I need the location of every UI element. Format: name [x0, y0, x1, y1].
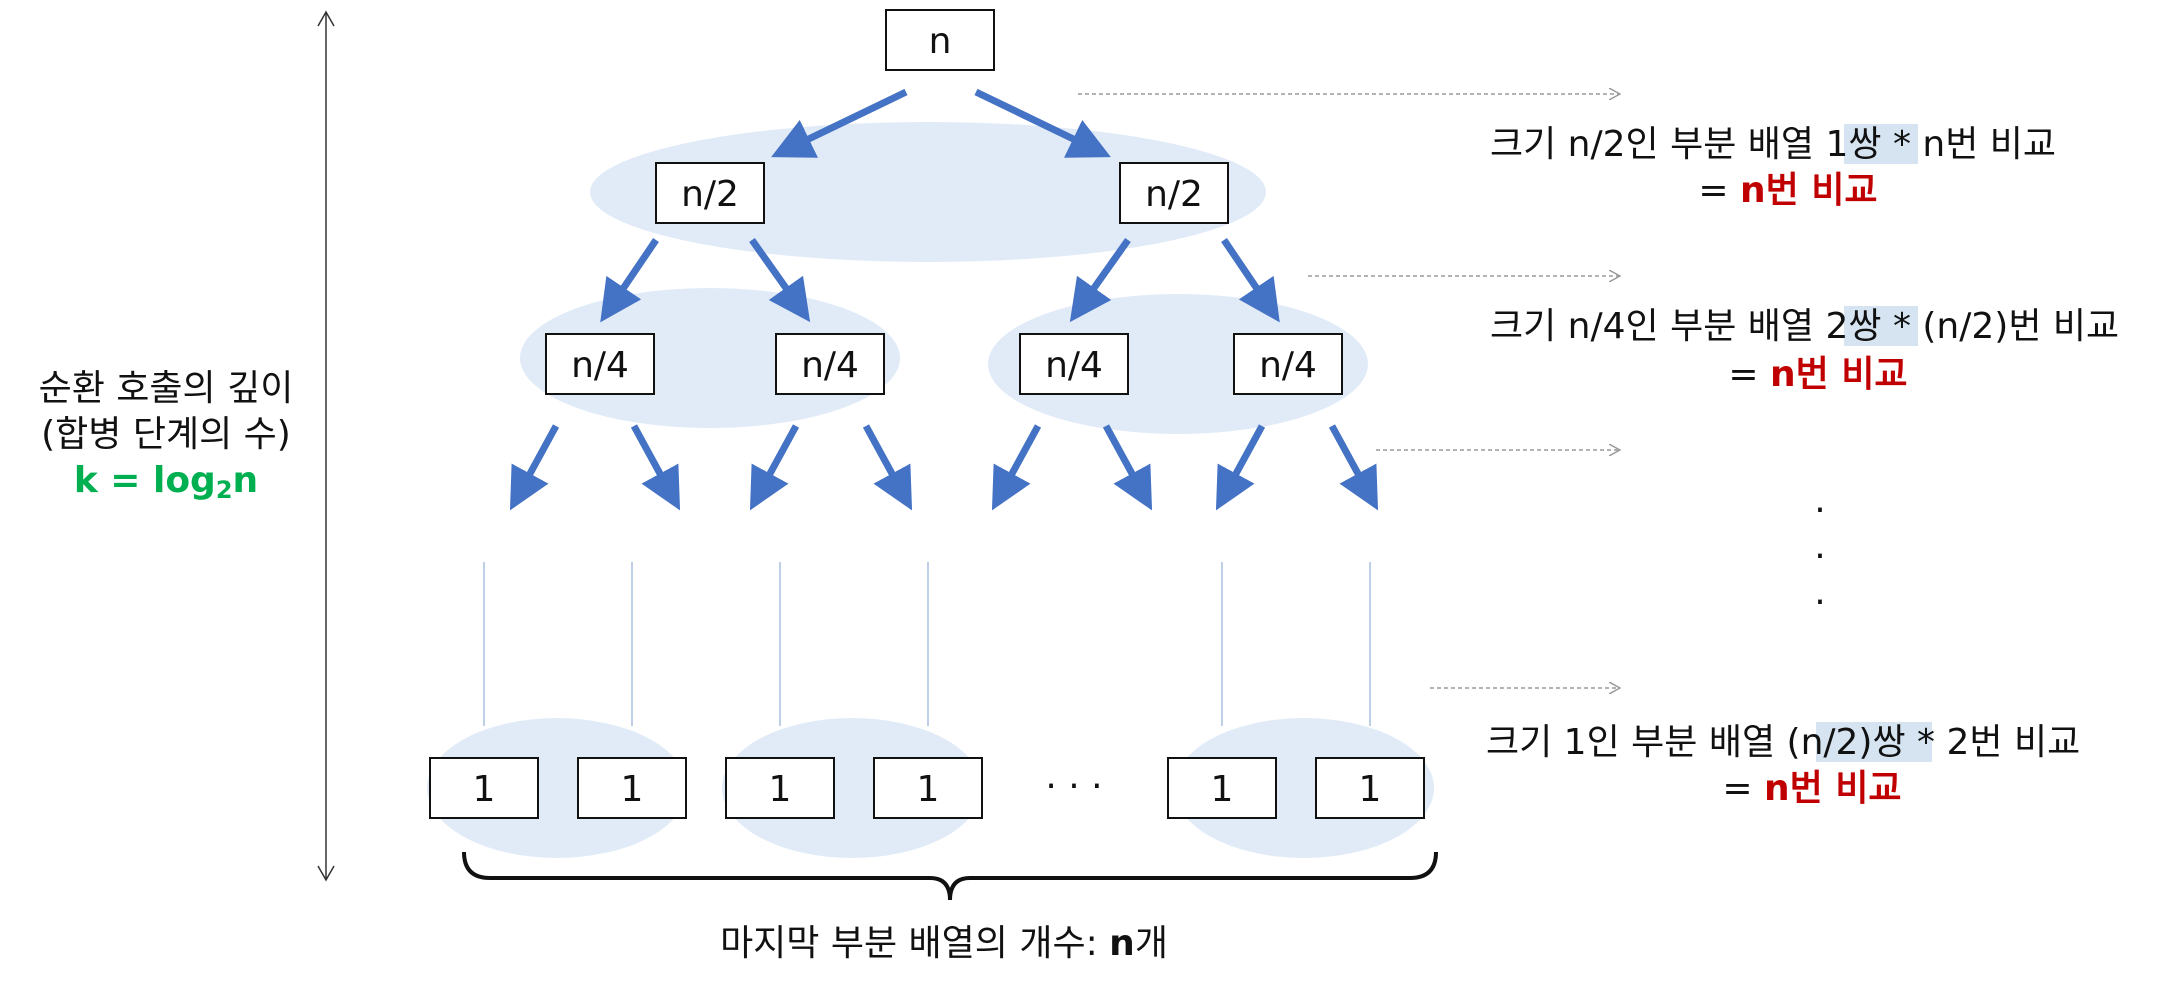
leaf-node-3-label: 1	[769, 769, 792, 810]
pair-ellipse-leaf-2	[722, 718, 982, 858]
tree-arrows	[509, 88, 1379, 511]
vertical-dots: · · ·	[1814, 490, 1825, 623]
node-level2-c: n/4	[1019, 333, 1129, 395]
annotation-level2-text: 크기 n/4인 부분 배열 2쌍 * (n/2)번 비교	[1490, 306, 2119, 347]
pair-ellipses	[427, 122, 1434, 858]
arrow-l2d-left	[1215, 424, 1266, 511]
arrow-l2d-right	[1328, 424, 1379, 511]
depth-label: 순환 호출의 깊이 (합병 단계의 수) k = log2n	[39, 368, 294, 504]
arrow-l1b-left	[1069, 237, 1131, 323]
leaf-node-6: 1	[1315, 757, 1425, 819]
node-level1-a: n/2	[655, 162, 765, 224]
leaf-node-4: 1	[873, 757, 983, 819]
node-level2-b-label: n/4	[801, 345, 859, 386]
depth-arrow-top-head	[317, 10, 335, 27]
node-root: n	[885, 9, 995, 71]
pair-ellipse-leaf-1	[427, 718, 687, 858]
leaf-node-1: 1	[429, 757, 539, 819]
node-level2-a: n/4	[545, 333, 655, 395]
leaf-node-5: 1	[1167, 757, 1277, 819]
node-level2-c-label: n/4	[1045, 345, 1103, 386]
depth-label-line1: 순환 호출의 깊이	[39, 368, 294, 409]
vertical-dot-2: ·	[1814, 536, 1825, 577]
vertical-dot-1: ·	[1814, 490, 1825, 531]
annotation-level1-text: 크기 n/2인 부분 배열 1쌍 * n번 비교	[1490, 124, 2056, 165]
annotation-leaf-result: = n번 비교	[1722, 768, 1901, 809]
leaf-node-3: 1	[725, 757, 835, 819]
annotation-leaf-text: 크기 1인 부분 배열 (n/2)쌍 * 2번 비교	[1486, 722, 2080, 763]
leaf-node-2-label: 1	[621, 769, 644, 810]
leaf-ellipsis: · · ·	[1045, 766, 1102, 807]
node-level1-b: n/2	[1119, 162, 1229, 224]
continuation-lines	[483, 562, 1371, 726]
pair-ellipse-leaf-3	[1174, 718, 1434, 858]
depth-label-line2: (합병 단계의 수)	[41, 414, 291, 455]
arrow-l1a-left	[600, 238, 659, 323]
bottom-label: 마지막 부분 배열의 개수: n개	[720, 923, 1168, 964]
annotation-level1: 크기 n/2인 부분 배열 1쌍 * n번 비교 = n번 비교	[1490, 124, 2056, 211]
annotation-level2-result: = n번 비교	[1728, 354, 1907, 395]
node-level2-d: n/4	[1233, 333, 1343, 395]
depth-arrow-bottom-head	[317, 865, 335, 882]
arrow-l2b-right	[862, 424, 913, 511]
leaf-node-2: 1	[577, 757, 687, 819]
node-level1-b-label: n/2	[1145, 174, 1203, 215]
arrow-l1b-right	[1221, 238, 1280, 323]
annotation-level1-result: = n번 비교	[1698, 170, 1877, 211]
arrow-l2a-left	[509, 424, 560, 511]
node-level1-a-label: n/2	[681, 174, 739, 215]
tree-nodes: n n/2 n/2 n/4 n/4 n/4 n/4 1	[429, 9, 1425, 819]
pair-ellipse-level2-right	[988, 294, 1368, 434]
arrow-l1a-right	[749, 237, 811, 323]
vertical-dot-3: ·	[1814, 582, 1825, 623]
node-root-label: n	[929, 21, 952, 62]
node-level2-d-label: n/4	[1259, 345, 1317, 386]
depth-formula: k = log2n	[74, 460, 258, 504]
bottom-brace	[462, 851, 1438, 901]
arrow-l2c-right	[1102, 424, 1153, 511]
leaf-node-6-label: 1	[1359, 769, 1382, 810]
leaf-node-1-label: 1	[473, 769, 496, 810]
arrow-l2a-right	[630, 424, 681, 511]
guide-arrows	[1078, 94, 1620, 688]
arrow-root-left	[771, 88, 908, 158]
leaf-node-5-label: 1	[1211, 769, 1234, 810]
arrow-l2b-left	[749, 424, 800, 511]
annotation-leaf: 크기 1인 부분 배열 (n/2)쌍 * 2번 비교 = n번 비교	[1486, 722, 2080, 809]
annotation-level2: 크기 n/4인 부분 배열 2쌍 * (n/2)번 비교 = n번 비교	[1490, 306, 2119, 395]
arrow-root-right	[974, 88, 1111, 158]
node-level2-a-label: n/4	[571, 345, 629, 386]
leaf-node-4-label: 1	[917, 769, 940, 810]
node-level2-b: n/4	[775, 333, 885, 395]
arrow-l2c-left	[991, 424, 1042, 511]
